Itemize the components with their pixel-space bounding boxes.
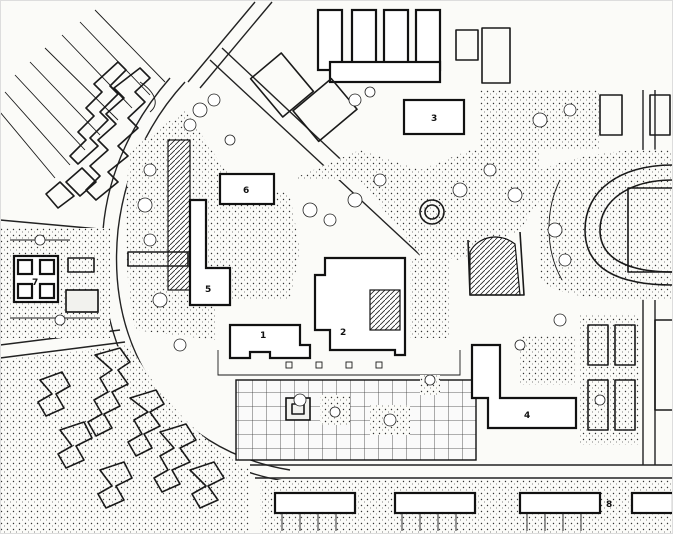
- amphitheater: [419, 199, 525, 296]
- stadium: [540, 149, 673, 300]
- building-3: 3: [402, 98, 466, 136]
- building-2: 2: [313, 256, 450, 357]
- building-3-label: 3: [431, 114, 437, 124]
- northeast-garden: [480, 90, 671, 150]
- trees: [34, 86, 606, 427]
- central-plaza: [235, 375, 477, 461]
- building-5: 5: [127, 139, 232, 307]
- row-housing-northwest: [0, 9, 166, 209]
- building-4: 4: [470, 335, 578, 430]
- building-1-label: 1: [260, 331, 266, 341]
- east-garden-blocks: [580, 315, 673, 445]
- building-6: 6: [218, 172, 276, 206]
- south-housing-row: 8: [260, 480, 673, 534]
- building-7-label: 7: [32, 278, 38, 288]
- building-2-label: 2: [340, 328, 346, 338]
- building-8-label: 8: [606, 500, 612, 510]
- building-7-cluster: 7: [0, 228, 110, 338]
- building-6-label: 6: [243, 186, 249, 196]
- building-5-label: 5: [205, 285, 211, 295]
- building-1: 1: [217, 323, 461, 376]
- north-block: [249, 8, 511, 143]
- southwest-housing: [0, 345, 250, 534]
- building-4-label: 4: [524, 411, 530, 421]
